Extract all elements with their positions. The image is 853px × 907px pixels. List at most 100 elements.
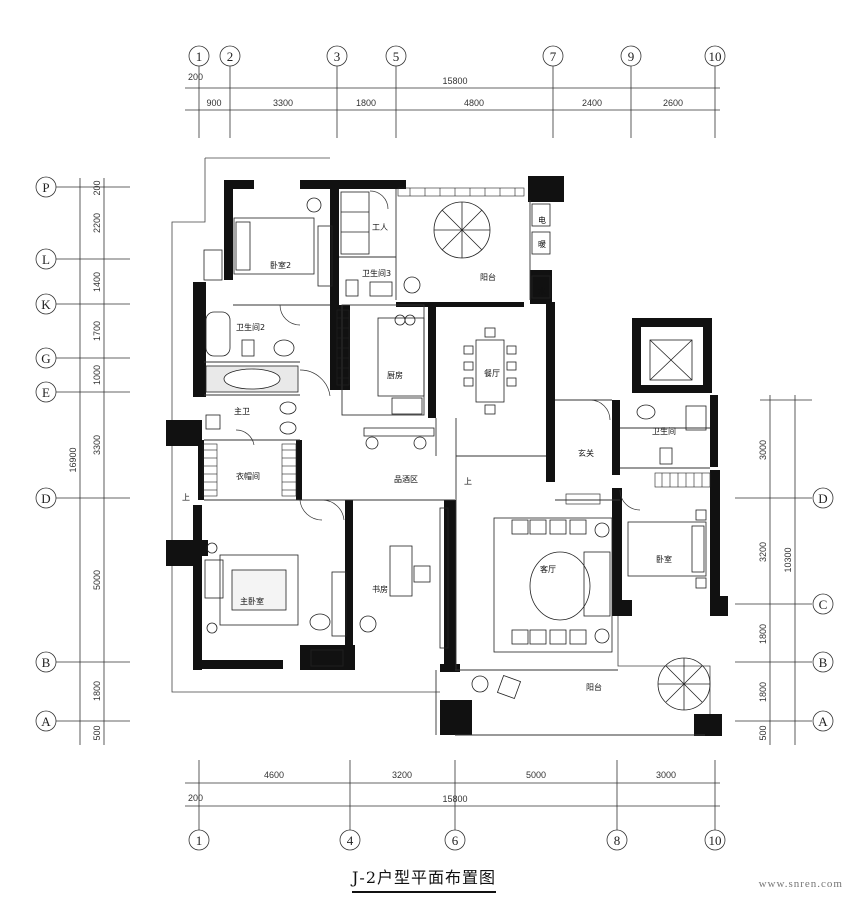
- axis-label: B: [42, 655, 51, 670]
- axis-label: 2: [227, 49, 234, 64]
- room-label-closet: 衣帽间: [236, 471, 260, 481]
- dim-segment: 900: [206, 98, 221, 108]
- dim-segment: 4600: [264, 770, 284, 780]
- axis-label: 3: [334, 49, 341, 64]
- dim-segment: 2200: [92, 213, 102, 233]
- dim-segment: 1800: [356, 98, 376, 108]
- bed-icon: [219, 554, 299, 626]
- hatched-walls: [202, 187, 711, 497]
- room-label-heat: 暖: [538, 240, 546, 249]
- dim-segment: 3300: [92, 435, 102, 455]
- rug: [493, 517, 613, 653]
- axis-label: B: [819, 655, 828, 670]
- room-label-balcony-bottom: 阳台: [586, 682, 602, 692]
- room-label-bedroom2: 卧室2: [270, 260, 291, 270]
- axis-label: A: [818, 714, 828, 729]
- toilet-icon: [241, 339, 255, 357]
- dim-edge: 500: [92, 725, 102, 740]
- right-axis-group: [735, 395, 834, 745]
- dim-segment: 3200: [392, 770, 412, 780]
- toilet-icon: [345, 279, 359, 297]
- furniture: [203, 191, 711, 711]
- top-axis-labels: 1 2 3 5 7 9 10 200 15800 900 3300 1800 4…: [188, 49, 722, 108]
- room-label-elec: 电: [538, 215, 546, 225]
- room-label-living: 客厅: [540, 564, 556, 574]
- bathtub-icon: [223, 368, 281, 390]
- doors: [235, 190, 641, 521]
- sink-icon: [369, 281, 393, 297]
- bed-icon: [233, 217, 315, 275]
- sink-icon: [636, 404, 656, 420]
- dim-segment: 3000: [656, 770, 676, 780]
- axis-label: 7: [550, 49, 557, 64]
- stool-icon: [413, 436, 427, 450]
- left-axis-labels: P L K G E D B A 200 2200 1400 1700 1000 …: [41, 180, 102, 741]
- room-label-bath3: 卫生间3: [362, 268, 391, 278]
- room-label-study: 书房: [372, 584, 388, 594]
- room-label-kitchen: 厨房: [387, 370, 403, 380]
- toilet-icon: [205, 414, 221, 430]
- axis-label: 4: [347, 833, 354, 848]
- room-label-master-bedroom: 主卧室: [240, 596, 264, 606]
- axis-label: 10: [709, 49, 722, 64]
- room-label-worker: 工人: [372, 223, 388, 232]
- dim-segment: 1400: [92, 272, 102, 292]
- axis-label: D: [818, 491, 827, 506]
- room-label-master-bath: 主卫: [234, 406, 250, 416]
- dim-segment: 1800: [758, 682, 768, 702]
- axis-label: P: [42, 180, 49, 195]
- axis-label: D: [41, 491, 50, 506]
- axis-bubble: [812, 651, 834, 673]
- chair-icon: [309, 613, 331, 631]
- bottom-axis-group: [185, 760, 726, 851]
- stool-icon: [365, 436, 379, 450]
- axis-label: 8: [614, 833, 621, 848]
- site-outline: [171, 157, 711, 720]
- room-label-balcony-top: 阳台: [480, 272, 496, 282]
- dim-segment: 3000: [758, 440, 768, 460]
- shower-icon: [685, 405, 707, 431]
- axis-label: 9: [628, 49, 635, 64]
- room-label-bar: 品酒区: [394, 475, 418, 484]
- room-label-foyer: 玄关: [578, 448, 594, 458]
- sink-icon: [279, 421, 297, 435]
- axis-label: L: [42, 252, 50, 267]
- stair-up-label: 上: [464, 477, 472, 486]
- right-axis-labels: D C B A 3000 3200 1800 1800 500 10300: [758, 440, 828, 741]
- walls: [166, 176, 728, 736]
- dim-segment: 2600: [663, 98, 683, 108]
- dim-segment: 1800: [92, 681, 102, 701]
- bottom-axis-labels: 4600 3200 5000 3000 200 15800 1 4 6 8 10: [188, 770, 722, 848]
- watermark: www.snren.com: [758, 878, 843, 890]
- room-labels: 卧室2 工人 卫生间3 阳台 电 暖 水 卫生间2 厨房 餐厅 主卫 衣帽间 品…: [182, 215, 676, 692]
- dim-segment: 2400: [582, 98, 602, 108]
- desk-icon: [389, 545, 413, 597]
- axis-label: A: [41, 714, 51, 729]
- dim-total: 15800: [442, 794, 467, 804]
- dim-segment: 5000: [526, 770, 546, 780]
- sink-icon: [273, 339, 295, 357]
- axis-bubble: [444, 829, 466, 851]
- dim-edge: 200: [188, 72, 203, 82]
- sofa-icon: [583, 551, 611, 617]
- dim-edge: 200: [92, 180, 102, 195]
- axis-bubble: [812, 487, 834, 509]
- axis-bubble: [606, 829, 628, 851]
- bed-icon: [627, 521, 707, 577]
- dim-segment: 1800: [758, 624, 768, 644]
- sink-icon: [279, 401, 297, 415]
- dim-segment: 1700: [92, 321, 102, 341]
- coffee-table-icon: [529, 551, 591, 621]
- room-label-dining: 餐厅: [484, 369, 500, 378]
- dim-segment: 3200: [758, 542, 768, 562]
- top-axis-group: [185, 45, 726, 138]
- dim-edge: 200: [188, 793, 203, 803]
- axis-bubble: [188, 829, 210, 851]
- room-label-bath2: 卫生间2: [236, 322, 265, 332]
- toilet-icon: [659, 447, 673, 465]
- dim-segment: 3300: [273, 98, 293, 108]
- chair-icon: [359, 615, 377, 633]
- side-stair-up-label: 上: [182, 493, 190, 502]
- axis-label: E: [42, 385, 50, 400]
